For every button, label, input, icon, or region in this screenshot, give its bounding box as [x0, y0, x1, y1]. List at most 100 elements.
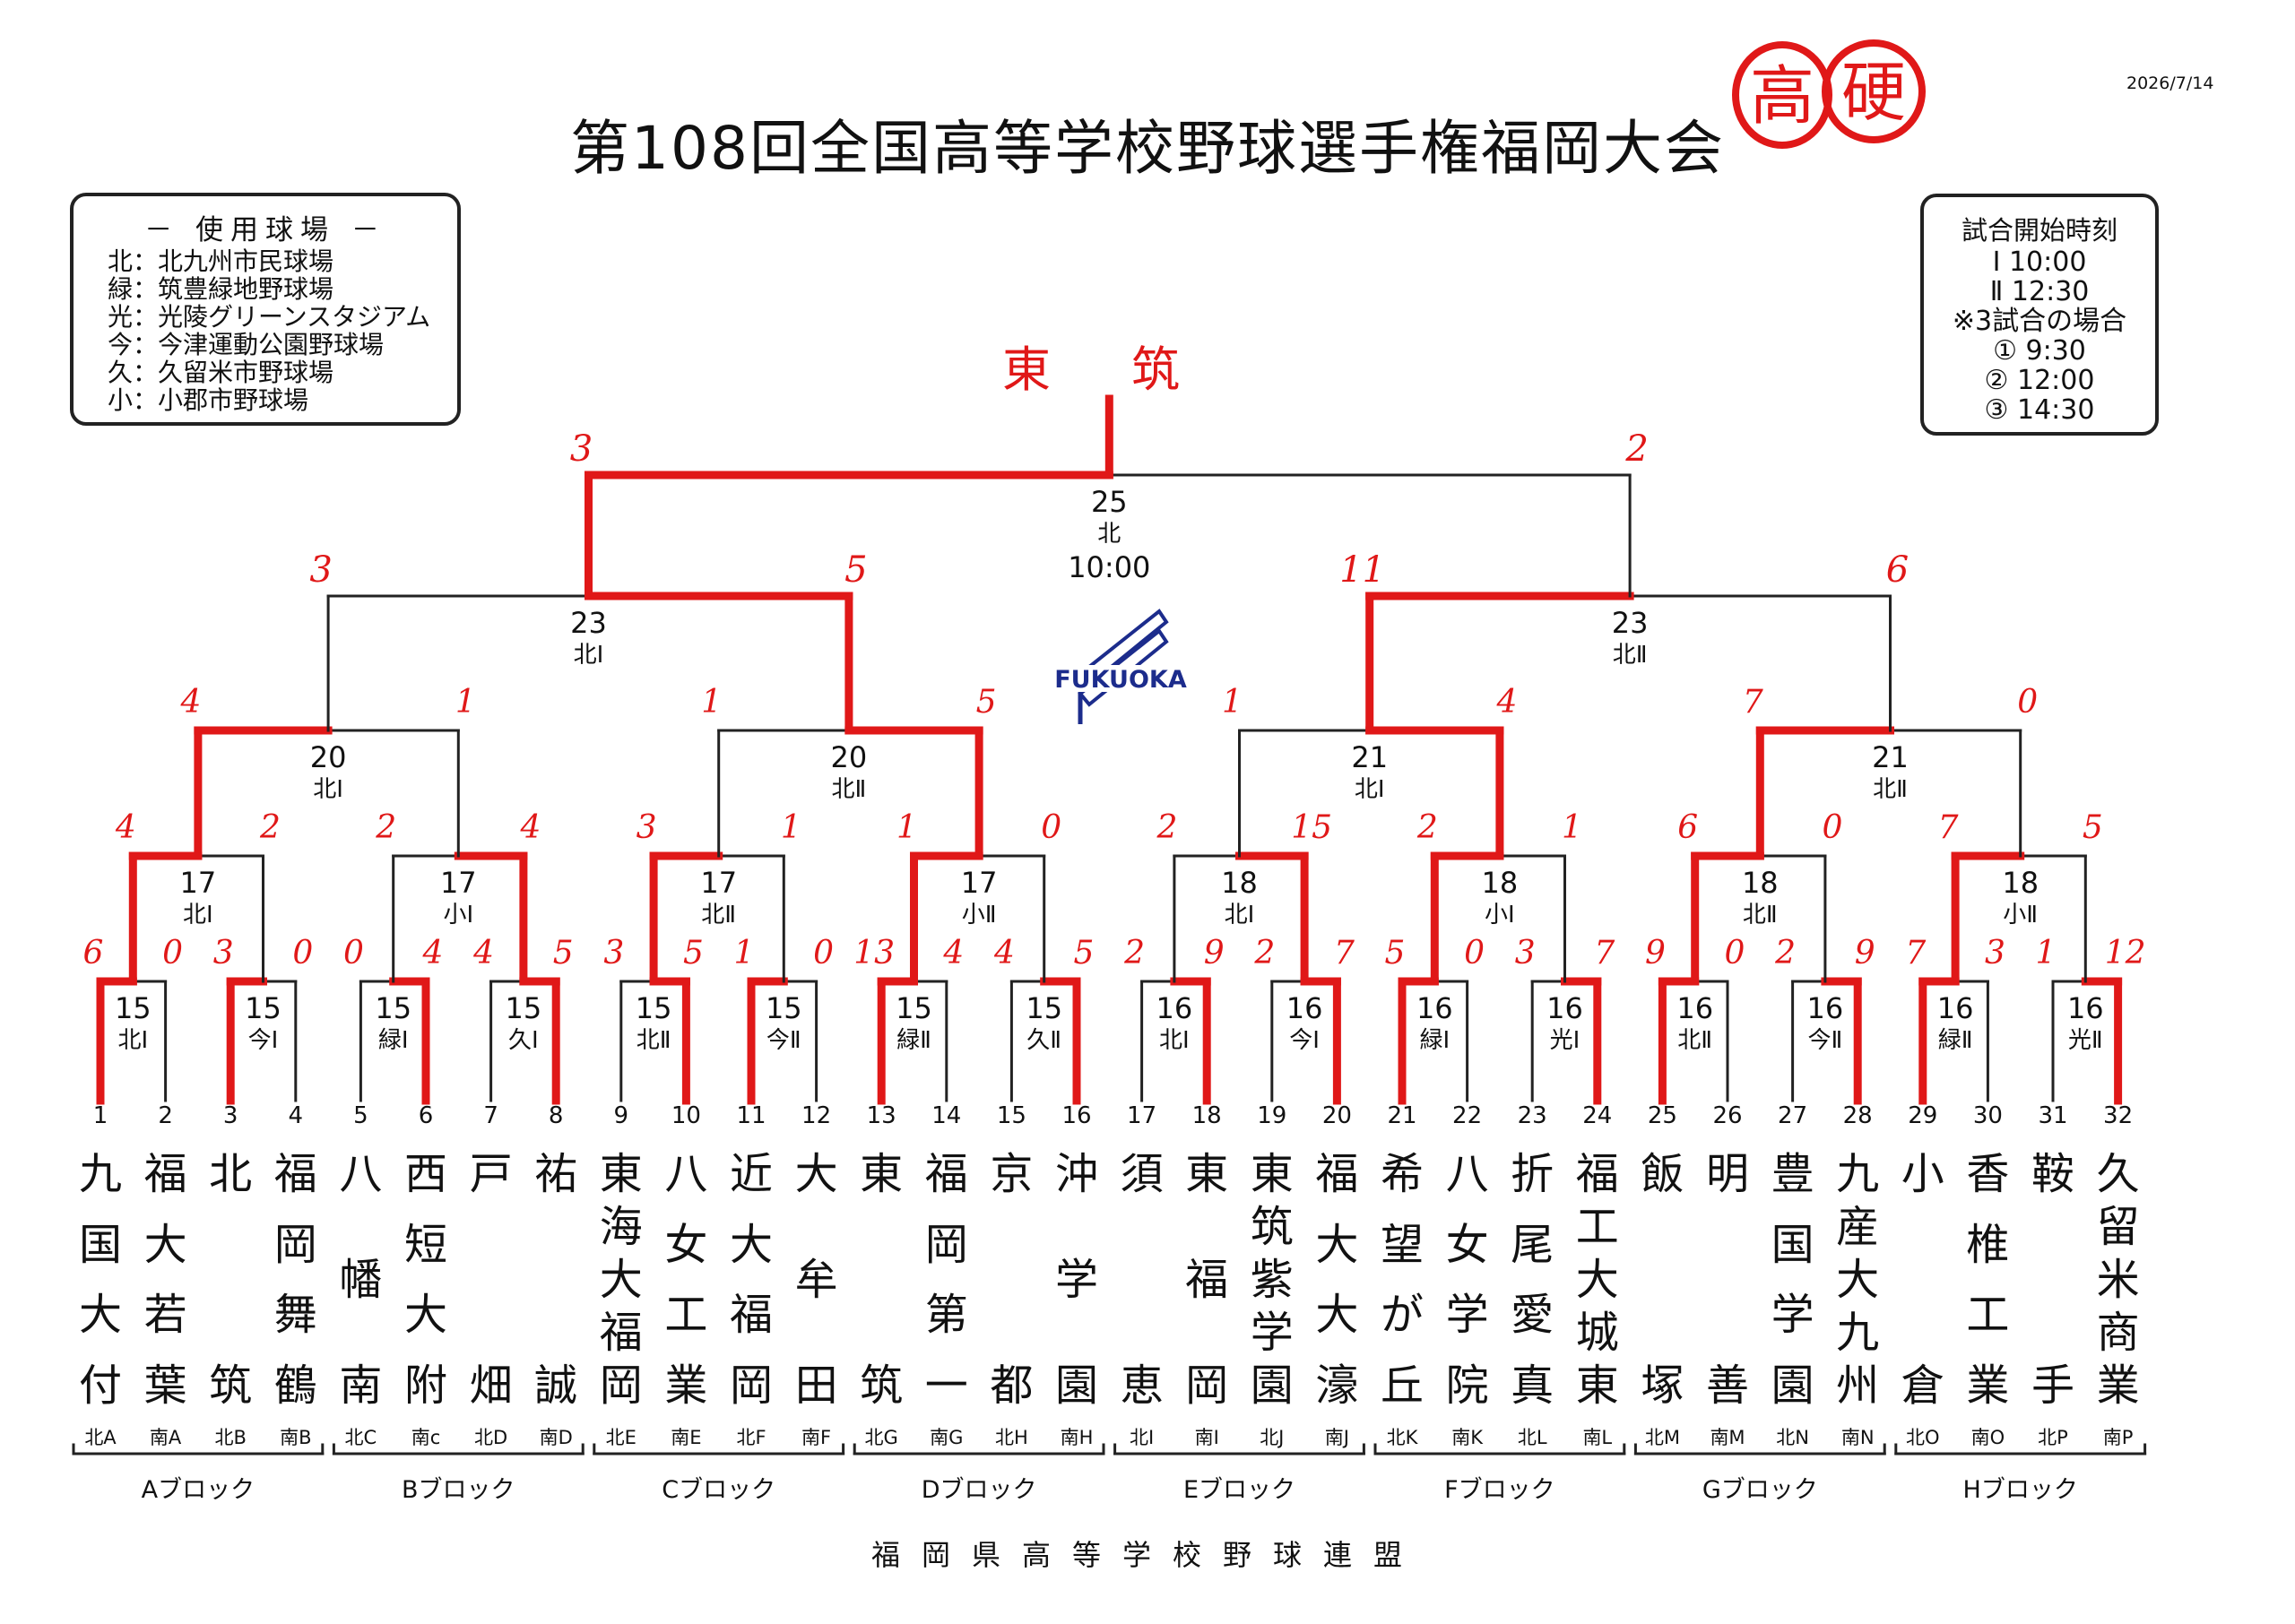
legend-item: 小：小郡市野球場	[108, 385, 309, 415]
team-name-char: 戸	[469, 1149, 513, 1199]
team-name: 明善	[1702, 1149, 1753, 1411]
game-venue: 北Ⅰ	[1224, 902, 1255, 929]
game-venue: 小Ⅰ	[1485, 902, 1515, 929]
team-name-char: が	[1380, 1290, 1424, 1341]
team-name-char: 福	[143, 1149, 187, 1199]
team-name-char: 八	[1445, 1149, 1489, 1199]
team-name-char: 業	[664, 1360, 708, 1411]
team-name-char: 院	[1445, 1360, 1489, 1411]
score-right: 0	[1041, 809, 1062, 846]
score-left: 11	[1339, 549, 1386, 591]
team-number: 8	[548, 1102, 564, 1129]
team-name-char: 誠	[534, 1361, 578, 1411]
seed-label: 北O	[1906, 1427, 1940, 1448]
team-name-char: 九	[1836, 1149, 1880, 1199]
block-label: Aブロック	[141, 1476, 255, 1504]
game-date: 15	[245, 991, 281, 1025]
block-label: Bブロック	[402, 1476, 515, 1504]
team-name-char: 沖	[1054, 1149, 1098, 1199]
team-name-char: 福	[599, 1308, 643, 1358]
game-date: 21	[1351, 740, 1389, 774]
seed-label: 南L	[1582, 1427, 1613, 1448]
score-left: 1	[896, 809, 917, 846]
score-left: 6	[1677, 809, 1699, 846]
team-name-char: 都	[990, 1361, 1034, 1411]
team-name-char: 州	[1836, 1361, 1880, 1411]
game-venue: 光Ⅱ	[2067, 1027, 2103, 1054]
team-name-char: 倉	[1901, 1361, 1944, 1411]
team-name: 豊国学園	[1768, 1149, 1818, 1411]
team-number: 29	[1908, 1102, 1938, 1129]
team-name-char: 善	[1705, 1361, 1749, 1411]
team-number: 5	[353, 1102, 368, 1129]
seed-label: 北I	[1129, 1427, 1155, 1448]
block-label: Gブロック	[1702, 1476, 1818, 1504]
seed-label: 北H	[994, 1427, 1028, 1448]
team-number: 28	[1842, 1102, 1873, 1129]
score-left: 2	[1775, 935, 1797, 972]
team-name: 大牟田	[792, 1149, 842, 1411]
team-name-char: 学	[1250, 1308, 1294, 1358]
team-number: 32	[2103, 1102, 2134, 1129]
team-name-char: 丘	[1380, 1360, 1424, 1411]
team-name-char: 紫	[1250, 1255, 1294, 1305]
team-name-char: 工	[1575, 1202, 1619, 1252]
score-left: 3	[309, 549, 333, 591]
game-date: 17	[179, 866, 217, 900]
team-name-char: 塚	[1641, 1361, 1684, 1411]
team-number: 17	[1127, 1102, 1157, 1129]
team-name-char: 畑	[469, 1361, 513, 1411]
team-name: 八幡南	[335, 1149, 385, 1411]
game-date: 20	[830, 740, 868, 774]
team-name-char: 附	[403, 1360, 447, 1411]
team-name-char: 東	[860, 1149, 904, 1199]
team-name-char: 大	[599, 1255, 643, 1305]
team-name-char: 九	[78, 1149, 122, 1199]
team-name-char: 大	[794, 1149, 838, 1199]
score-right: 2	[260, 809, 281, 846]
team-name-char: 大	[1575, 1255, 1619, 1305]
score-right: 5	[2082, 809, 2103, 846]
team-name: 東筑	[856, 1149, 906, 1411]
team-name-char: 業	[1966, 1360, 2010, 1411]
game-date: 16	[1546, 991, 1583, 1025]
team-name: 希望が丘	[1377, 1149, 1427, 1411]
team-name-char: 国	[78, 1219, 122, 1270]
team-name-char: 第	[924, 1290, 968, 1341]
game-date: 16	[1806, 991, 1844, 1025]
game-date: 18	[1481, 866, 1519, 900]
team-name-char: 小	[1901, 1149, 1944, 1199]
game-date: 15	[1026, 991, 1063, 1025]
seed-label: 南G	[930, 1427, 964, 1448]
team-name-char: 筑	[209, 1361, 253, 1411]
score-right: 7	[1333, 935, 1355, 972]
score-right: 0	[1464, 935, 1485, 972]
seed-label: 北M	[1644, 1427, 1680, 1448]
team-name-char: 若	[143, 1290, 187, 1341]
game-date: 20	[309, 740, 347, 774]
start-times-box: 試合開始時刻 Ⅰ 10:00 Ⅱ 12:30 ※3試合の場合 ① 9:30 ② …	[1920, 194, 2159, 436]
block-label: Fブロック	[1444, 1476, 1555, 1504]
game-date: 16	[1936, 991, 1974, 1025]
team-name: 八女工業	[661, 1149, 711, 1411]
game-venue: 北Ⅰ	[183, 902, 213, 929]
game-date: 21	[1872, 740, 1909, 774]
score-left: 2	[1156, 809, 1178, 846]
start-time-item: ※3試合の場合	[1952, 306, 2127, 337]
team-name-char: 濠	[1315, 1360, 1359, 1411]
seed-label: 北F	[736, 1427, 766, 1448]
seed-label: 南c	[411, 1427, 441, 1448]
team-number: 21	[1387, 1102, 1417, 1129]
team-name-char: 大	[729, 1219, 773, 1270]
start-time-item: ① 9:30	[1993, 335, 2086, 367]
team-name-char: 真	[1511, 1360, 1555, 1411]
